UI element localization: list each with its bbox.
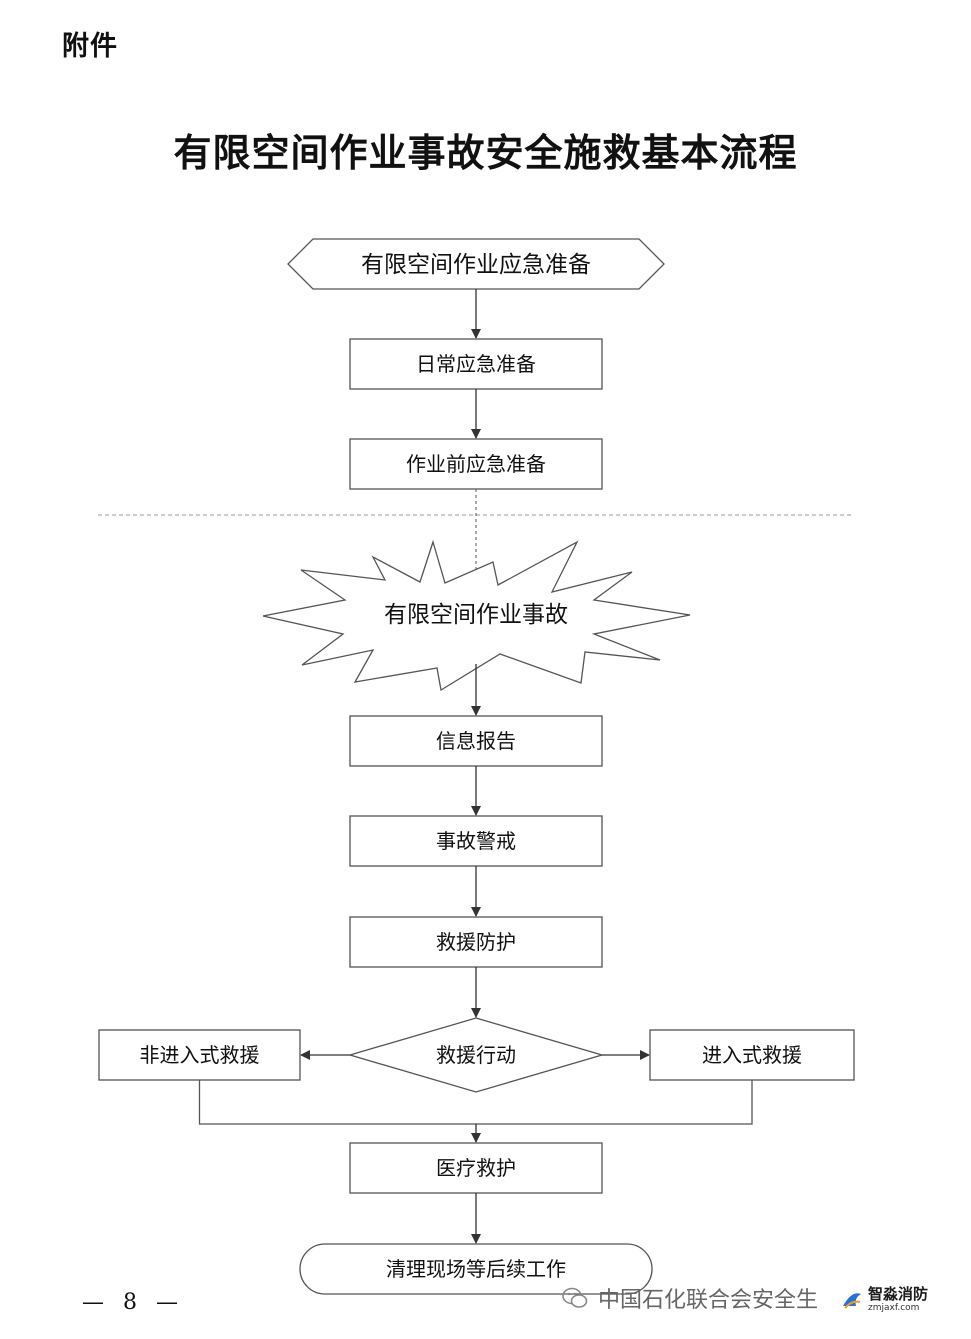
- rescue-action-diamond: 救援行动: [347, 1017, 605, 1093]
- brand-badge: 智淼消防 zmjaxf.com: [840, 1282, 960, 1318]
- entry-rescue-label: 进入式救援: [702, 1043, 802, 1067]
- non-entry-rescue-label: 非进入式救援: [140, 1043, 260, 1067]
- watermark: 中国石化联合会安全生: [560, 1283, 818, 1313]
- cleanup-label: 清理现场等后续工作: [386, 1257, 566, 1281]
- alert-label: 事故警戒: [436, 829, 516, 853]
- rescue-action-label: 救援行动: [436, 1043, 516, 1067]
- accident-burst: 有限空间作业事故: [262, 539, 691, 692]
- daily-prep-box: 日常应急准备: [349, 338, 603, 390]
- entry-rescue-box: 进入式救援: [649, 1029, 855, 1081]
- attachment-label: 附件: [62, 31, 118, 62]
- emergency-prep-banner-label: 有限空间作业应急准备: [361, 252, 591, 278]
- daily-prep-label: 日常应急准备: [416, 352, 536, 376]
- rescue-protection-label: 救援防护: [436, 930, 516, 954]
- brand-logo-icon: [843, 1293, 861, 1309]
- rescue-protection-box: 救援防护: [349, 916, 603, 968]
- cleanup-terminal: 清理现场等后续工作: [299, 1243, 653, 1295]
- pre-work-prep-box: 作业前应急准备: [349, 438, 603, 490]
- brand-url: zmjaxf.com: [868, 1303, 920, 1313]
- medical-rescue-box: 医疗救护: [349, 1142, 603, 1194]
- non-entry-rescue-box: 非进入式救援: [98, 1029, 301, 1081]
- page-number: — 8 —: [82, 1290, 184, 1315]
- accident-burst-label: 有限空间作业事故: [384, 602, 568, 628]
- wechat-icon: [562, 1287, 588, 1308]
- info-report-box: 信息报告: [349, 715, 603, 767]
- alert-box: 事故警戒: [349, 815, 603, 867]
- page-title: 有限空间作业事故安全施救基本流程: [173, 130, 798, 175]
- brand-name: 智淼消防: [868, 1285, 929, 1303]
- info-report-label: 信息报告: [436, 729, 516, 753]
- emergency-prep-banner: 有限空间作业应急准备: [287, 238, 665, 290]
- medical-rescue-label: 医疗救护: [436, 1156, 516, 1180]
- watermark-text: 中国石化联合会安全生: [598, 1288, 819, 1313]
- pre-work-prep-label: 作业前应急准备: [406, 452, 546, 476]
